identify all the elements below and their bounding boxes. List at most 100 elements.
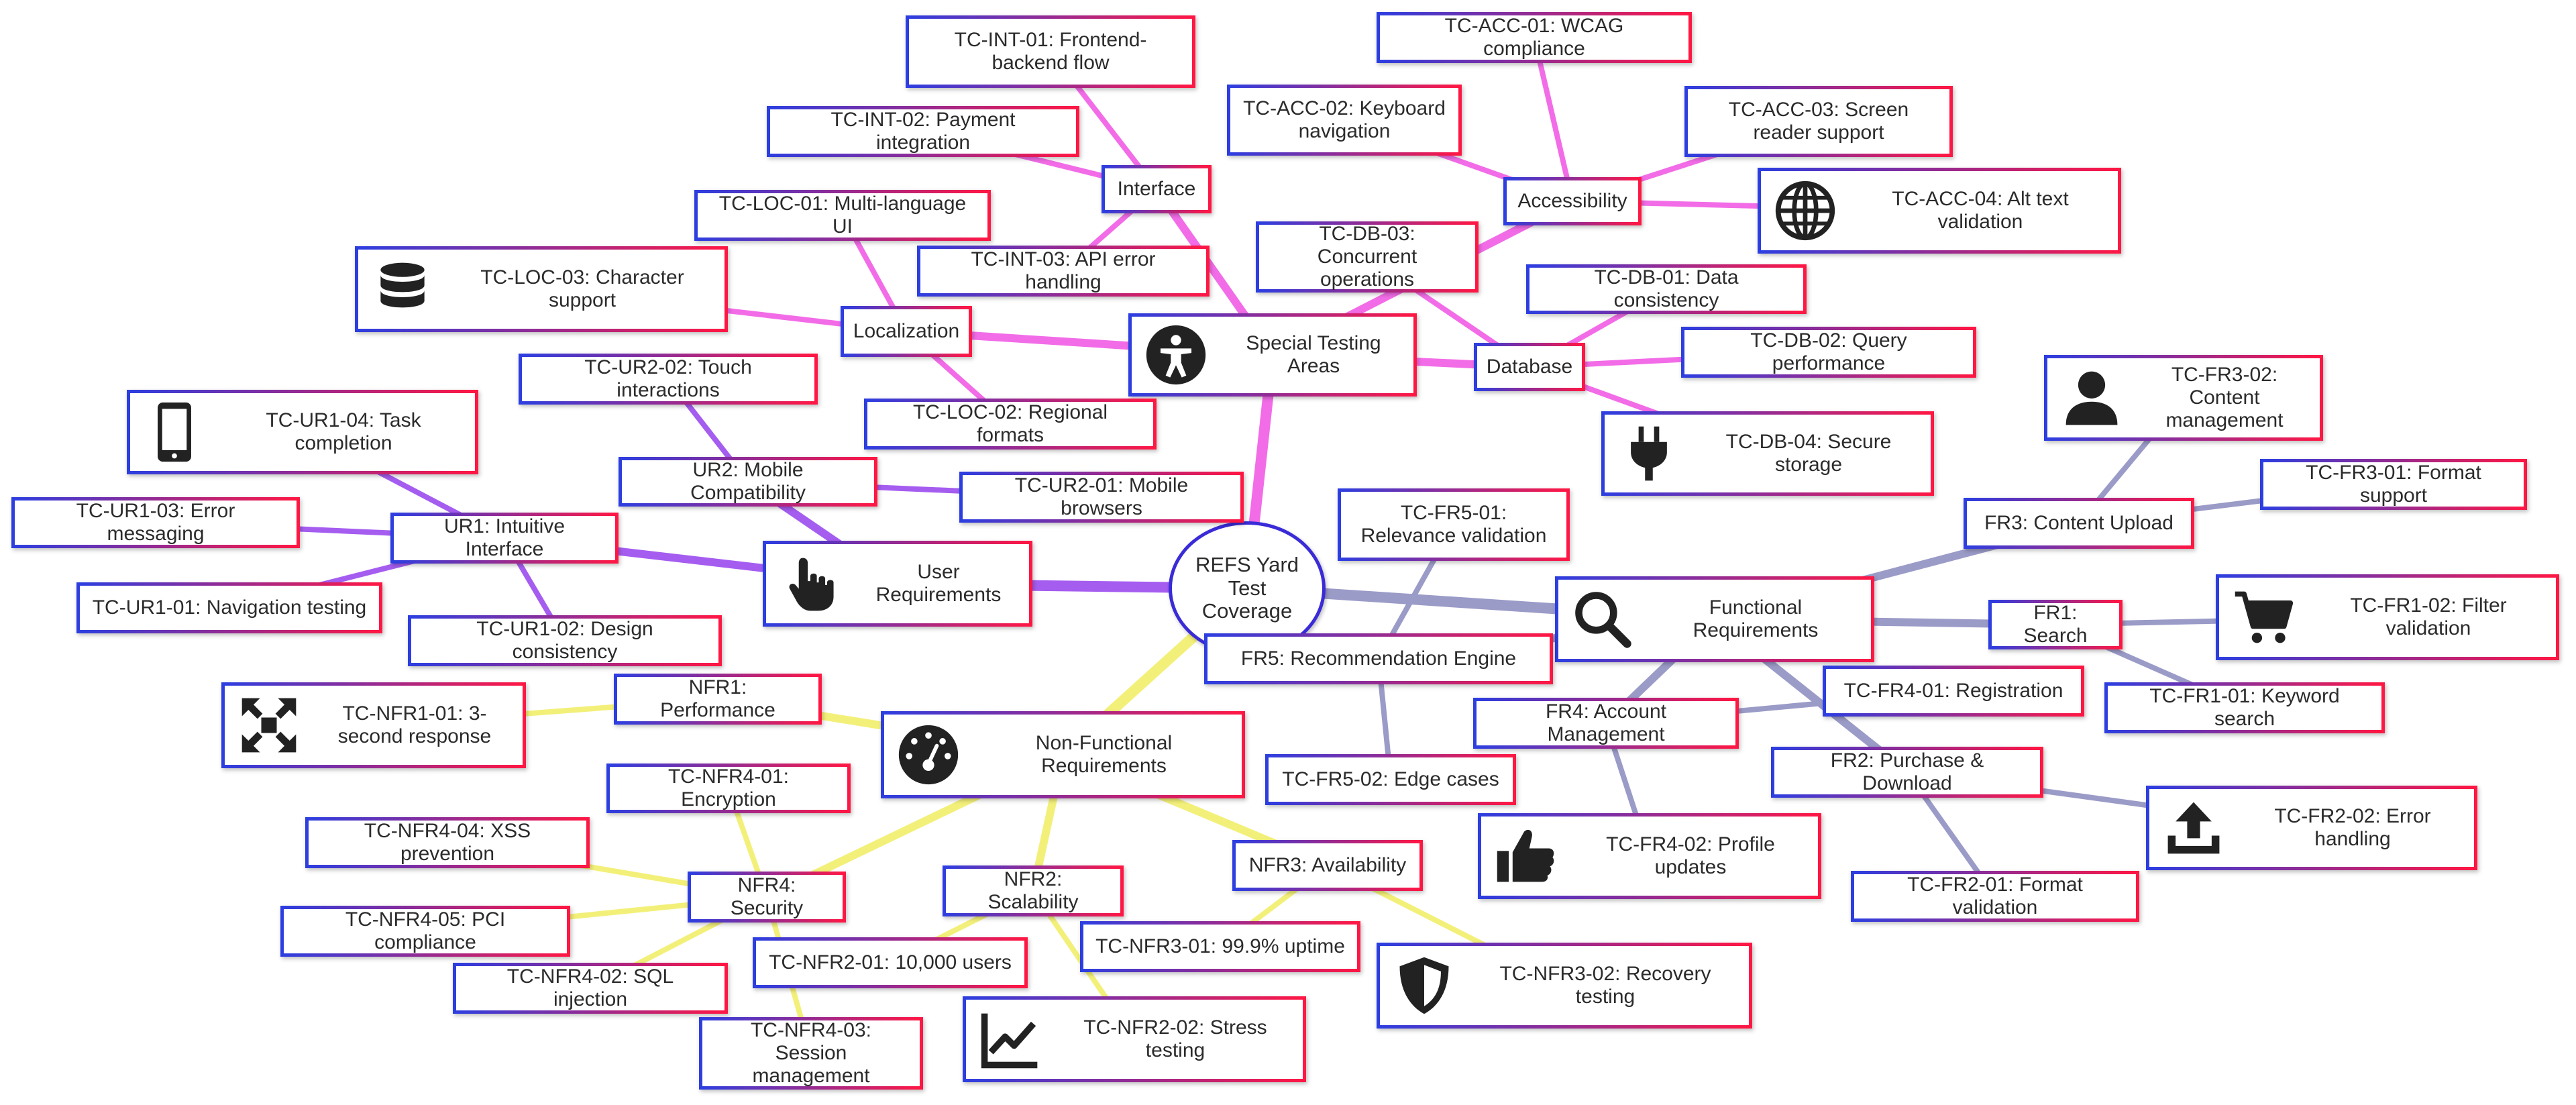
node-tc-loc-03[interactable]: TC-LOC-03: Character support <box>355 246 728 332</box>
node-tc-fr3-01[interactable]: TC-FR3-01: Format support <box>2260 459 2527 510</box>
node-user-requirements[interactable]: User Requirements <box>763 541 1032 627</box>
node-label: FR1: Search <box>2023 602 2088 647</box>
node-tc-int-03[interactable]: TC-INT-03: API error handling <box>917 246 1210 297</box>
node-database[interactable]: Database <box>1474 343 1585 391</box>
node-fr4[interactable]: FR4: Account Management <box>1473 698 1739 749</box>
node-label: TC-LOC-03: Character support <box>480 266 684 311</box>
node-label: UR1: Intuitive Interface <box>443 515 566 560</box>
magnifier-icon <box>1570 587 1635 651</box>
node-tc-acc-02[interactable]: TC-ACC-02: Keyboard navigation <box>1227 85 1462 156</box>
node-tc-nfr3-02[interactable]: TC-NFR3-02: Recovery testing <box>1377 943 1752 1029</box>
node-tc-loc-01[interactable]: TC-LOC-01: Multi-language UI <box>694 190 991 241</box>
node-label: TC-INT-03: API error handling <box>971 248 1156 293</box>
node-special[interactable]: Special Testing Areas <box>1128 313 1417 397</box>
node-label: TC-NFR4-02: SQL injection <box>506 965 674 1010</box>
node-tc-fr4-01[interactable]: TC-FR4-01: Registration <box>1823 666 2084 717</box>
node-tc-fr2-01[interactable]: TC-FR2-01: Format validation <box>1851 871 2139 922</box>
node-fr3[interactable]: FR3: Content Upload <box>1964 498 2194 549</box>
node-label: TC-FR1-02: Filter validation <box>2350 594 2507 639</box>
node-tc-db-02[interactable]: TC-DB-02: Query performance <box>1681 327 1976 378</box>
node-nfr2[interactable]: NFR2: Scalability <box>943 865 1124 916</box>
node-label: Functional Requirements <box>1693 596 1819 641</box>
node-tc-int-01[interactable]: TC-INT-01: Frontend-backend flow <box>906 15 1195 88</box>
node-label: TC-FR4-02: Profile updates <box>1606 833 1775 878</box>
node-label: TC-NFR4-01: Encryption <box>667 766 789 810</box>
node-accessibility[interactable]: Accessibility <box>1503 177 1642 225</box>
node-label: Special Testing Areas <box>1246 332 1381 377</box>
node-ur1[interactable]: UR1: Intuitive Interface <box>390 513 619 564</box>
node-tc-nfr2-02[interactable]: TC-NFR2-02: Stress testing <box>963 996 1306 1082</box>
node-interface[interactable]: Interface <box>1102 165 1212 213</box>
node-tc-acc-04[interactable]: TC-ACC-04: Alt text validation <box>1758 168 2121 254</box>
plug-icon <box>1617 421 1681 486</box>
node-tc-fr5-01[interactable]: TC-FR5-01: Relevance validation <box>1338 488 1570 561</box>
node-label: NFR1: Performance <box>660 676 775 721</box>
root-node[interactable]: REFS Yard Test Coverage <box>1169 521 1326 655</box>
node-tc-nfr1-01[interactable]: TC-NFR1-01: 3-second response <box>221 682 526 768</box>
node-label: TC-FR3-02: Content management <box>2165 364 2284 431</box>
node-label: FR3: Content Upload <box>1984 512 2174 535</box>
node-tc-nfr4-04[interactable]: TC-NFR4-04: XSS prevention <box>305 817 590 868</box>
node-label: TC-UR2-02: Touch interactions <box>584 356 752 401</box>
node-tc-db-04[interactable]: TC-DB-04: Secure storage <box>1601 411 1934 496</box>
node-label: FR2: Purchase & Download <box>1830 749 1984 794</box>
node-label: TC-INT-01: Frontend-backend flow <box>954 29 1147 74</box>
node-nfr1[interactable]: NFR1: Performance <box>614 674 822 725</box>
node-tc-nfr4-03[interactable]: TC-NFR4-03: Session management <box>699 1017 923 1090</box>
node-tc-db-01[interactable]: TC-DB-01: Data consistency <box>1526 264 1807 314</box>
expand-arrows-icon <box>237 693 301 757</box>
node-label: TC-NFR4-04: XSS prevention <box>364 820 531 865</box>
node-label: TC-FR4-01: Registration <box>1843 680 2063 702</box>
node-label: Accessibility <box>1517 190 1627 213</box>
node-tc-nfr4-02[interactable]: TC-NFR4-02: SQL injection <box>453 963 728 1014</box>
node-label: TC-FR5-01: Relevance validation <box>1360 502 1547 547</box>
node-tc-ur2-01[interactable]: TC-UR2-01: Mobile browsers <box>959 472 1244 523</box>
node-label: TC-UR1-02: Design consistency <box>476 618 653 663</box>
node-tc-ur1-01[interactable]: TC-UR1-01: Navigation testing <box>76 582 382 633</box>
node-label: TC-ACC-04: Alt text validation <box>1892 188 2069 233</box>
node-fr5[interactable]: FR5: Recommendation Engine <box>1204 633 1553 684</box>
node-label: NFR4: Security <box>730 874 804 919</box>
node-label: User Requirements <box>875 561 1002 606</box>
node-tc-fr2-02[interactable]: TC-FR2-02: Error handling <box>2146 786 2477 870</box>
node-tc-ur1-02[interactable]: TC-UR1-02: Design consistency <box>408 615 722 666</box>
node-tc-fr5-02[interactable]: TC-FR5-02: Edge cases <box>1265 754 1516 805</box>
node-tc-int-02[interactable]: TC-INT-02: Payment integration <box>767 106 1079 157</box>
node-label: TC-NFR2-02: Stress testing <box>1083 1016 1267 1061</box>
node-tc-loc-02[interactable]: TC-LOC-02: Regional formats <box>864 399 1157 450</box>
node-localization[interactable]: Localization <box>841 306 972 357</box>
node-tc-fr1-02[interactable]: TC-FR1-02: Filter validation <box>2216 574 2559 660</box>
node-label: TC-UR1-03: Error messaging <box>76 500 235 545</box>
node-tc-ur1-03[interactable]: TC-UR1-03: Error messaging <box>11 497 300 548</box>
node-tc-nfr2-01[interactable]: TC-NFR2-01: 10,000 users <box>753 937 1028 988</box>
upload-icon <box>2161 796 2226 860</box>
node-tc-fr4-02[interactable]: TC-FR4-02: Profile updates <box>1478 813 1821 899</box>
node-tc-db-03[interactable]: TC-DB-03: Concurrent operations <box>1256 221 1479 293</box>
node-label: Interface <box>1117 178 1196 201</box>
node-nonfunctional[interactable]: Non-Functional Requirements <box>881 711 1245 798</box>
node-nfr3[interactable]: NFR3: Availability <box>1232 840 1423 891</box>
node-tc-fr1-01[interactable]: TC-FR1-01: Keyword search <box>2104 682 2385 733</box>
node-label: TC-FR2-01: Format validation <box>1907 874 2083 918</box>
node-functional[interactable]: Functional Requirements <box>1555 576 1874 662</box>
node-label: TC-DB-03: Concurrent operations <box>1317 223 1417 291</box>
node-label: TC-LOC-02: Regional formats <box>912 401 1108 446</box>
node-ur2[interactable]: UR2: Mobile Compatibility <box>619 457 877 507</box>
node-label: UR2: Mobile Compatibility <box>690 459 806 504</box>
node-tc-acc-03[interactable]: TC-ACC-03: Screen reader support <box>1684 86 1953 157</box>
database-icon <box>370 257 435 321</box>
connector-accessibility-to-tc-acc-01 <box>1532 35 1575 204</box>
node-tc-ur1-04[interactable]: TC-UR1-04: Task completion <box>127 390 478 474</box>
globe-icon <box>1773 178 1837 243</box>
node-tc-nfr4-05[interactable]: TC-NFR4-05: PCI compliance <box>280 906 570 957</box>
node-tc-ur2-02[interactable]: TC-UR2-02: Touch interactions <box>519 354 818 405</box>
node-tc-nfr3-01[interactable]: TC-NFR3-01: 99.9% uptime <box>1080 921 1360 972</box>
node-tc-nfr4-01[interactable]: TC-NFR4-01: Encryption <box>606 764 851 813</box>
node-tc-fr3-02[interactable]: TC-FR3-02: Content management <box>2044 355 2323 441</box>
node-label: NFR3: Availability <box>1248 854 1407 877</box>
node-fr1[interactable]: FR1: Search <box>1988 600 2123 649</box>
node-tc-acc-01[interactable]: TC-ACC-01: WCAG compliance <box>1377 12 1692 63</box>
node-fr2[interactable]: FR2: Purchase & Download <box>1771 747 2043 798</box>
node-nfr4[interactable]: NFR4: Security <box>688 872 846 923</box>
node-label: TC-NFR3-02: Recovery testing <box>1499 963 1711 1008</box>
